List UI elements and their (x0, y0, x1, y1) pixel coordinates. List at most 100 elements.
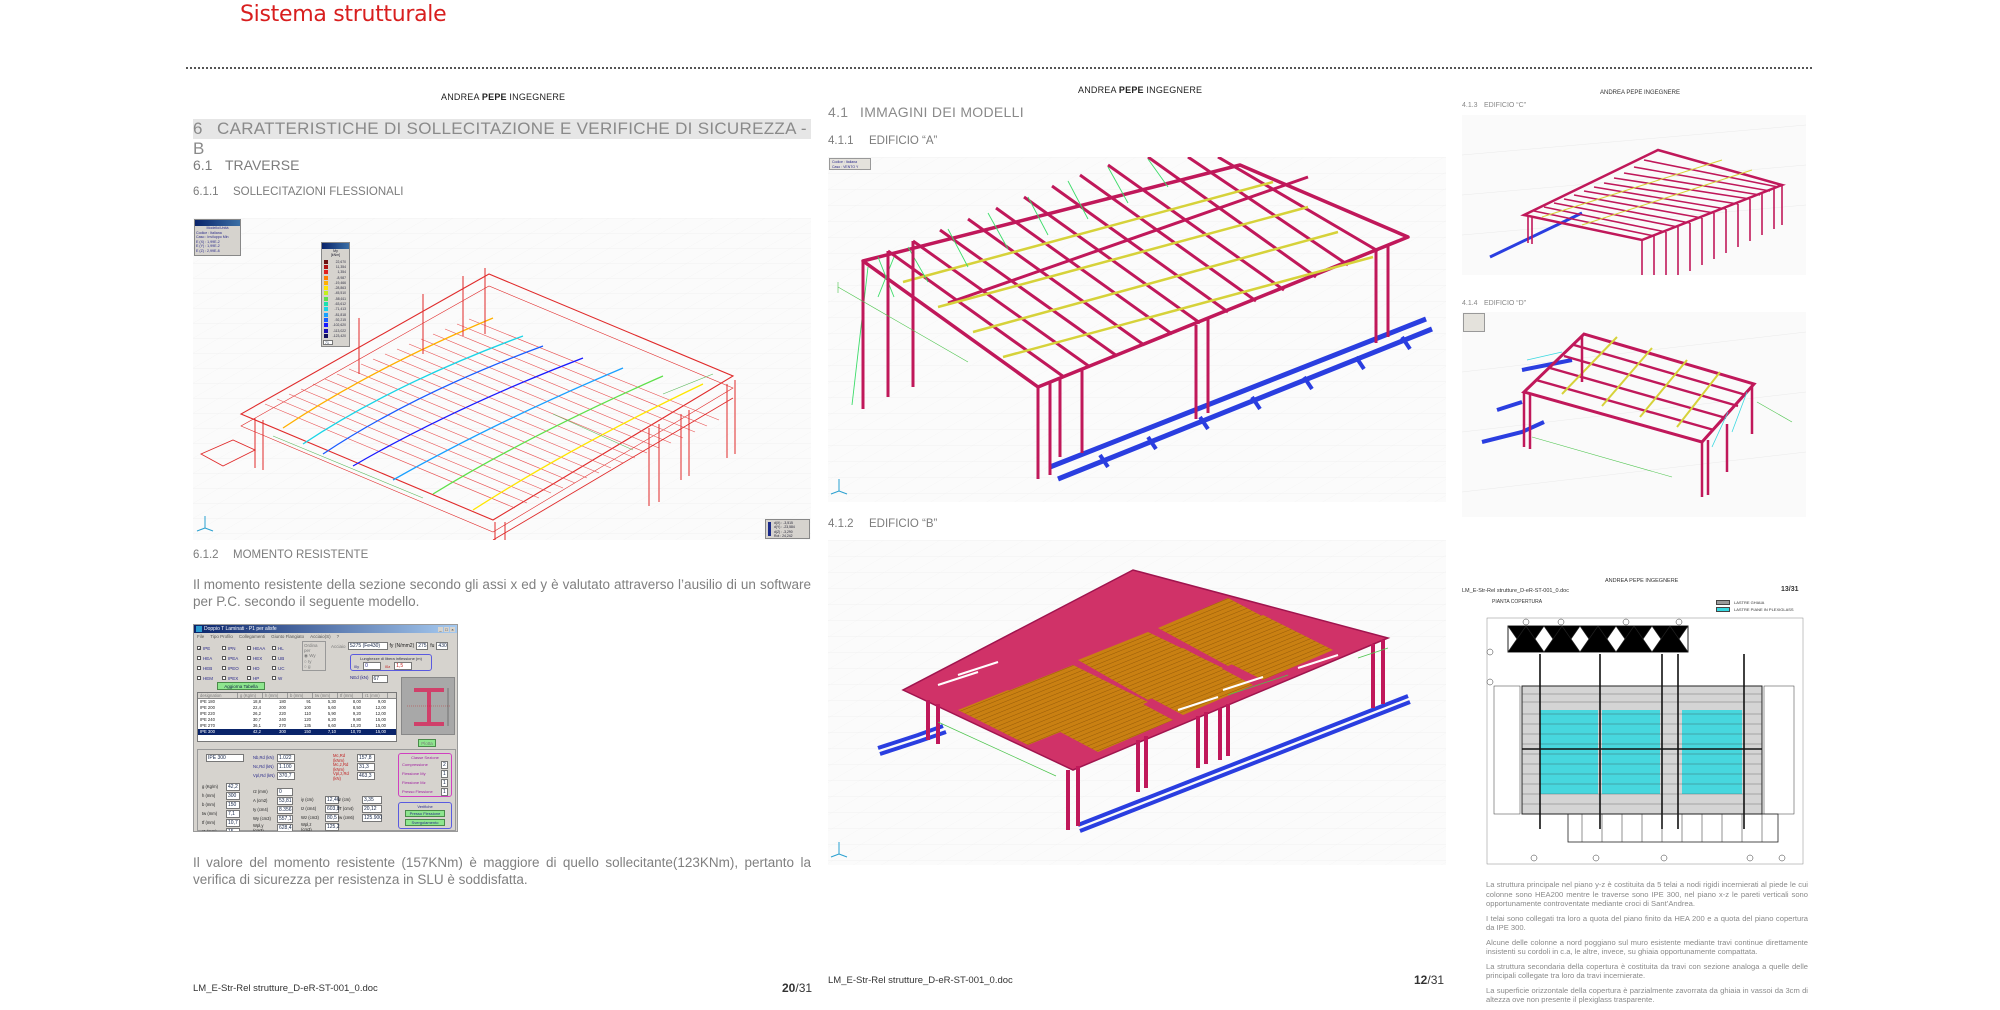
column-header[interactable]: r1 (mm) (363, 693, 388, 698)
property-field[interactable]: 31,3 (357, 762, 375, 771)
profile-checkbox[interactable]: HD (247, 666, 272, 671)
profile-checkbox[interactable]: IPEA (222, 656, 247, 661)
property-field[interactable]: 557,1 (277, 814, 293, 823)
property-field[interactable]: 10,7 (226, 818, 240, 827)
header-bold: PEPE (481, 92, 507, 102)
property-field[interactable]: 7,1 (226, 809, 240, 818)
property-label: b (mm) (202, 802, 216, 807)
order-radio-g[interactable]: ○ g (304, 664, 311, 669)
fu-field[interactable]: 430 (436, 642, 449, 650)
profile-checkbox[interactable]: W (272, 676, 297, 681)
profile-checkbox[interactable]: HEB (197, 666, 222, 671)
profile-checkbox[interactable]: HP (247, 676, 272, 681)
property-field[interactable]: 157,8 (357, 753, 375, 762)
model-info-panel[interactable]: Modello/Unità Codice : Italiana Caso : I… (194, 219, 241, 256)
legend-input[interactable]: 71 (323, 340, 333, 345)
property-field[interactable]: 125,2 (325, 822, 340, 831)
class-field[interactable]: 1 (441, 769, 448, 778)
class-field[interactable]: 1 (441, 778, 448, 787)
order-radio-iy[interactable]: ○ Iy (304, 659, 312, 664)
menu-item[interactable]: ? (336, 634, 340, 639)
menu-item[interactable]: Tipo Profilo (210, 634, 233, 639)
column-header[interactable]: g (Kg/m) (238, 693, 263, 698)
profile-checkbox[interactable]: UB (272, 656, 297, 661)
profile-checkbox[interactable]: IPEO (222, 666, 247, 671)
plan-page-number: 13/31 (1781, 586, 1799, 593)
property-field[interactable]: 1.022 (277, 753, 295, 762)
pressoflexion-button[interactable]: Presso Flessione (405, 810, 445, 817)
profile-checkbox[interactable]: UC (272, 666, 297, 671)
l0z-field[interactable]: 1,5 (394, 662, 413, 670)
property-field[interactable]: 603,8 (325, 804, 340, 813)
column-header[interactable]: tf (mm) (338, 693, 363, 698)
profile-checkbox[interactable]: HEAA (247, 646, 272, 651)
property-field[interactable]: 15 (226, 827, 240, 831)
displacement-panel[interactable]: d(X) : -3,515 d(Y) : -23,584 d(Z) : -3,2… (765, 519, 810, 539)
property-field[interactable]: 300 (226, 791, 240, 800)
property-field[interactable]: 0 (277, 787, 293, 796)
info-panel-small[interactable] (1463, 313, 1485, 332)
property-field[interactable]: 80,5 (325, 813, 339, 822)
fy-field[interactable]: 275 (416, 642, 429, 650)
column-header[interactable]: tw (mm) (313, 693, 338, 698)
property-field[interactable]: 463,3 (357, 771, 375, 780)
profile-checkbox[interactable]: HEA (197, 656, 222, 661)
lateral-torsional-button[interactable]: Svergolamento (405, 819, 445, 826)
column-header[interactable]: designation (198, 693, 238, 698)
property-field[interactable]: 125.900 (362, 813, 383, 822)
menu-item[interactable]: Collegamenti (238, 634, 266, 639)
profile-checkbox[interactable]: IPEX (222, 676, 247, 681)
load-case-panel[interactable]: Codice : Italiana Caso : VENTO Y (829, 158, 871, 170)
ned-field[interactable]: 67 (371, 675, 388, 683)
property-field[interactable]: 53,81 (277, 796, 293, 805)
order-radio-wy[interactable]: ◉ Wy (304, 653, 316, 658)
property-field[interactable]: 8.356 (277, 805, 293, 814)
menu-item[interactable]: File (197, 634, 205, 639)
verify-group: Verifiche Presso Flessione Svergolamento (398, 802, 452, 829)
property-field[interactable]: 3,35 (362, 795, 382, 804)
minimize-icon[interactable]: _ (438, 626, 443, 632)
property-field[interactable]: 1.100 (277, 762, 295, 771)
refresh-table-button[interactable]: Aggiorna Tabella (217, 682, 265, 690)
l0y-field[interactable]: 0 (363, 662, 382, 670)
close-icon[interactable]: × (450, 626, 455, 632)
subsub-title: MOMENTO RESISTENTE (233, 549, 369, 561)
property-field[interactable]: 12,46 (325, 795, 340, 804)
profile-checkbox[interactable]: IPN (222, 646, 247, 651)
plot-button[interactable]: Plotta (418, 739, 436, 747)
profile-checkbox[interactable]: HEM (197, 676, 222, 681)
steel-select[interactable]: S275 (Fe430) (347, 642, 388, 650)
table-cell: 200 (279, 705, 286, 710)
maximize-icon[interactable]: □ (444, 626, 449, 632)
legend-swatch (324, 259, 328, 264)
property-field[interactable]: 42,2 (226, 782, 240, 791)
property-field[interactable]: 20,12 (362, 804, 382, 813)
property-field[interactable]: 370,7 (277, 771, 295, 780)
profile-checkbox[interactable]: ✓IPE (197, 646, 222, 651)
property-field[interactable]: 628,4 (277, 823, 293, 831)
property-field[interactable]: 150 (226, 800, 240, 809)
profile-checkbox[interactable]: HL (272, 646, 297, 651)
profile-checkbox[interactable]: HEX (247, 656, 272, 661)
column-header[interactable]: h (mm) (263, 693, 288, 698)
menu-item[interactable]: Giunto Flangiato (271, 634, 305, 639)
class-field[interactable]: 1 (441, 787, 448, 796)
legend-row: -63,612 (322, 301, 349, 307)
column-header[interactable]: b (mm) (288, 693, 313, 698)
panel-titlebar[interactable] (195, 220, 240, 226)
property-label: Iy (cm4) (253, 807, 269, 812)
class-field[interactable]: 2 (441, 760, 448, 769)
legend-titlebar[interactable] (322, 243, 349, 249)
legend-row: -113,022 (322, 328, 349, 333)
menu-item[interactable]: Acciaio(S) (310, 634, 331, 639)
selected-profile-field[interactable]: IPE 300 (206, 754, 244, 762)
